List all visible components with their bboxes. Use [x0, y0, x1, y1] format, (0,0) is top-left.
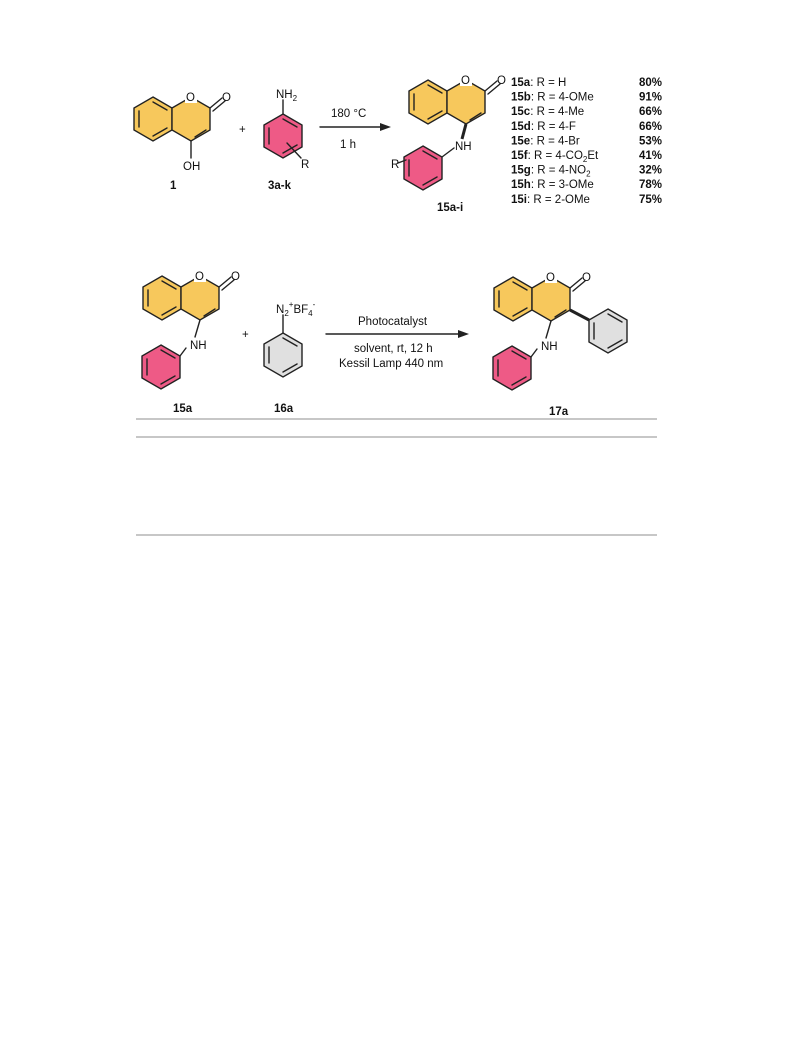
prod1-r-group: R: [391, 159, 399, 171]
result-entry: 15d: R = 4-F: [511, 121, 576, 133]
product-15a-i-structure: [397, 73, 501, 191]
compound-15a-structure: [141, 269, 235, 390]
result-entry: 15g: R = 4-NO2: [511, 165, 591, 179]
arrow-head-2: [458, 330, 469, 338]
product-17a-structure: [492, 270, 628, 391]
result-entry: 15e: R = 4-Br: [511, 135, 580, 147]
result-yield: 80%: [639, 77, 662, 89]
prod2-nh: NH: [541, 341, 558, 353]
prod2-ring-oxygen: O: [546, 272, 555, 284]
result-yield: 75%: [639, 194, 662, 206]
result-entry: 15h: R = 3-OMe: [511, 179, 594, 191]
scheme2-conditions-1: solvent, rt, 12 h: [354, 343, 433, 355]
sm-label: 15a: [173, 403, 193, 415]
result-entry: 15b: R = 4-OMe: [511, 92, 594, 104]
scheme1-condition-time: 1 h: [340, 139, 356, 151]
scheme1-condition-temp: 180 °C: [331, 108, 366, 120]
sm-nh: NH: [190, 340, 207, 352]
cmpd1-label: 1: [170, 180, 177, 192]
result-yield: 66%: [639, 121, 662, 133]
sm-ring-oxygen: O: [195, 271, 204, 283]
prod1-carbonyl-oxygen: O: [497, 75, 506, 87]
amine-3a-k-structure: [263, 99, 303, 159]
prod2-carbonyl-oxygen: O: [582, 272, 591, 284]
result-entry: 15f: R = 4-CO2Et: [511, 150, 599, 164]
result-entry: 15i: R = 2-OMe: [511, 194, 590, 206]
sm-carbonyl-oxygen: O: [231, 271, 240, 283]
amine-nh2: NH2: [276, 89, 298, 103]
prod2-label: 17a: [549, 406, 569, 418]
cmpd1-carbonyl-oxygen: O: [222, 92, 231, 104]
cmpd1-ring-oxygen: O: [186, 92, 195, 104]
result-yield: 91%: [639, 92, 662, 104]
amine-label: 3a-k: [268, 180, 292, 192]
scheme2-conditions-2: Kessil Lamp 440 nm: [339, 358, 443, 370]
plus-sign-2: +: [242, 329, 249, 341]
compound-1-structure: [133, 90, 226, 159]
result-entry: 15c: R = 4-Me: [511, 106, 584, 118]
diazonium-label: 16a: [274, 403, 294, 415]
amine-r-group: R: [301, 159, 309, 171]
prod1-nh: NH: [455, 141, 472, 153]
result-yield: 66%: [639, 106, 662, 118]
arrow-head-1: [380, 123, 391, 131]
result-yield: 78%: [639, 179, 662, 191]
compound-16a-structure: [263, 314, 303, 378]
result-yield: 41%: [639, 150, 662, 162]
cmpd1-hydroxyl: OH: [183, 161, 200, 173]
result-yield: 32%: [639, 165, 662, 177]
diazonium-group: N2+BF4-: [276, 300, 316, 318]
result-yield: 53%: [639, 135, 662, 147]
prod1-ring-oxygen: O: [461, 75, 470, 87]
yield-results-list: 15a: R = H 80% 15b: R = 4-OMe 91% 15c: R = 4…: [511, 77, 662, 206]
plus-sign-1: +: [239, 124, 246, 136]
result-entry: 15a: R = H: [511, 77, 566, 89]
scheme2-catalyst: Photocatalyst: [358, 316, 428, 328]
prod1-label: 15a-i: [437, 202, 463, 214]
